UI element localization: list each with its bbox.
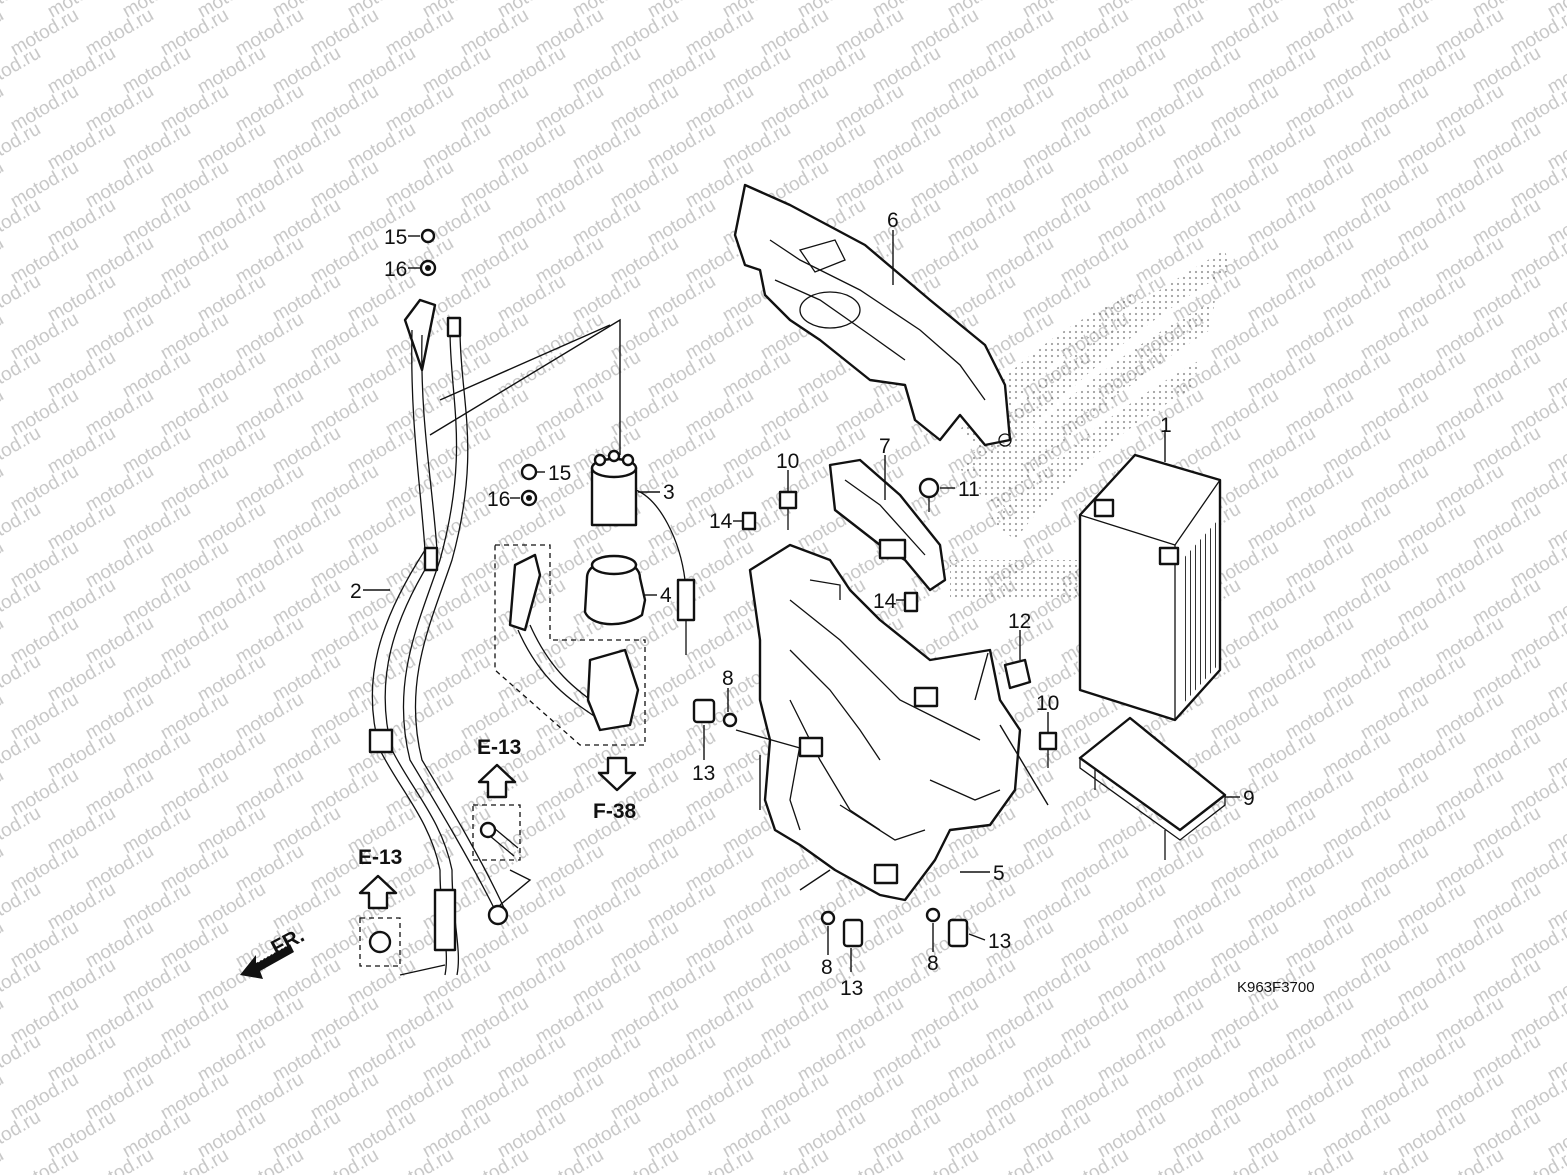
watermark-text: motod.ru bbox=[0, 651, 44, 707]
callout-3: 3 bbox=[663, 481, 675, 504]
watermark-text: motod.ru bbox=[82, 1145, 157, 1175]
watermark-text: motod.ru bbox=[0, 765, 7, 821]
callout-8: 8 bbox=[821, 956, 833, 979]
watermark-text: motod.ru bbox=[832, 1145, 907, 1175]
section-ref-f38: F-38 bbox=[593, 800, 637, 823]
callout-13: 13 bbox=[692, 762, 715, 785]
watermark-text: motod.ru bbox=[0, 917, 7, 973]
watermark-text: motod.ru bbox=[757, 1145, 832, 1175]
watermark-text: motod.ru bbox=[0, 423, 44, 479]
watermark-text: motod.ru bbox=[157, 1145, 232, 1175]
watermark-text: motod.ru bbox=[0, 1031, 44, 1087]
watermark-text: motod.ru bbox=[1282, 1145, 1357, 1175]
watermark-text: motod.ru bbox=[0, 689, 7, 745]
watermark-text: motod.ru bbox=[0, 43, 44, 99]
watermark-text: motod.ru bbox=[607, 1145, 682, 1175]
callout-13: 13 bbox=[988, 930, 1011, 953]
watermark-text: motod.ru bbox=[0, 309, 7, 365]
watermark-text: motod.ru bbox=[0, 879, 44, 935]
watermark-text: motod.ru bbox=[457, 1145, 532, 1175]
diagram-code: K963F3700 bbox=[1237, 979, 1315, 996]
watermark-text: motod.ru bbox=[0, 499, 44, 555]
watermark-text: motod.ru bbox=[1132, 1145, 1207, 1175]
callout-14: 14 bbox=[873, 590, 897, 613]
part-4-relay-rubber bbox=[583, 554, 647, 626]
watermark-text: motod.ru bbox=[7, 1145, 82, 1175]
watermark-text: motod.ru bbox=[382, 1145, 457, 1175]
watermark-text: motod.ru bbox=[0, 993, 7, 1049]
watermark-text: motod.ru bbox=[0, 119, 44, 175]
watermark-text: motod.ru bbox=[0, 955, 44, 1011]
watermark-text: motod.ru bbox=[232, 1145, 307, 1175]
watermark-text: motod.ru bbox=[0, 385, 7, 441]
callout-6: 6 bbox=[887, 209, 899, 232]
callout-11: 11 bbox=[958, 478, 980, 501]
watermark-text: motod.ru bbox=[0, 841, 7, 897]
callout-15: 15 bbox=[548, 462, 571, 485]
watermark-text: motod.ru bbox=[907, 1145, 982, 1175]
callout-8: 8 bbox=[722, 667, 734, 690]
watermark-text: motod.ru bbox=[532, 1145, 607, 1175]
watermark-text: motod.ru bbox=[0, 575, 44, 631]
watermark-text: motod.ru bbox=[0, 1107, 44, 1163]
watermark-text: motod.ru bbox=[682, 1145, 757, 1175]
watermark-text: motod.ru bbox=[0, 5, 7, 61]
watermark-text: motod.ru bbox=[1207, 1145, 1282, 1175]
watermark-text: motod.ru bbox=[1357, 1145, 1432, 1175]
callout-14: 14 bbox=[709, 510, 733, 533]
watermark-text: motod.ru bbox=[0, 803, 44, 859]
watermark-text: motod.ru bbox=[0, 0, 44, 22]
watermark-text: motod.ru bbox=[0, 537, 7, 593]
callout-5: 5 bbox=[993, 862, 1005, 885]
watermark-text: motod.ru bbox=[0, 727, 44, 783]
callout-9: 9 bbox=[1243, 787, 1255, 810]
callout-15: 15 bbox=[384, 226, 407, 249]
watermark-text: motod.ru bbox=[0, 347, 44, 403]
watermark-text: motod.ru bbox=[0, 271, 44, 327]
callout-10: 10 bbox=[1036, 692, 1059, 715]
watermark-text: motod.ru bbox=[307, 1145, 382, 1175]
callout-2: 2 bbox=[350, 580, 362, 603]
watermark-text: motod.ru bbox=[0, 613, 7, 669]
watermark-text: motod.ru bbox=[1432, 1145, 1507, 1175]
callout-10: 10 bbox=[776, 450, 799, 473]
section-ref-e13: E-13 bbox=[358, 846, 402, 869]
callout-7: 7 bbox=[879, 435, 891, 458]
callout-4: 4 bbox=[660, 584, 672, 607]
callout-12: 12 bbox=[1008, 610, 1031, 633]
callout-8: 8 bbox=[927, 952, 939, 975]
part-1-battery bbox=[1078, 453, 1222, 722]
callout-16: 16 bbox=[487, 488, 510, 511]
watermark-text: motod.ru bbox=[0, 195, 44, 251]
watermark-text: motod.ru bbox=[0, 461, 7, 517]
watermark-text: motod.ru bbox=[982, 1145, 1057, 1175]
watermark-text: motod.ru bbox=[1057, 1145, 1132, 1175]
watermark-text: motod.ru bbox=[0, 233, 7, 289]
watermark-text: motod.ru bbox=[0, 81, 7, 137]
section-ref-e13: E-13 bbox=[477, 736, 521, 759]
callout-13: 13 bbox=[840, 977, 863, 1000]
callout-16: 16 bbox=[384, 258, 407, 281]
watermark-text: motod.ru bbox=[0, 157, 7, 213]
watermark-text: motod.ru bbox=[0, 1069, 7, 1125]
callout-1: 1 bbox=[1160, 414, 1172, 437]
